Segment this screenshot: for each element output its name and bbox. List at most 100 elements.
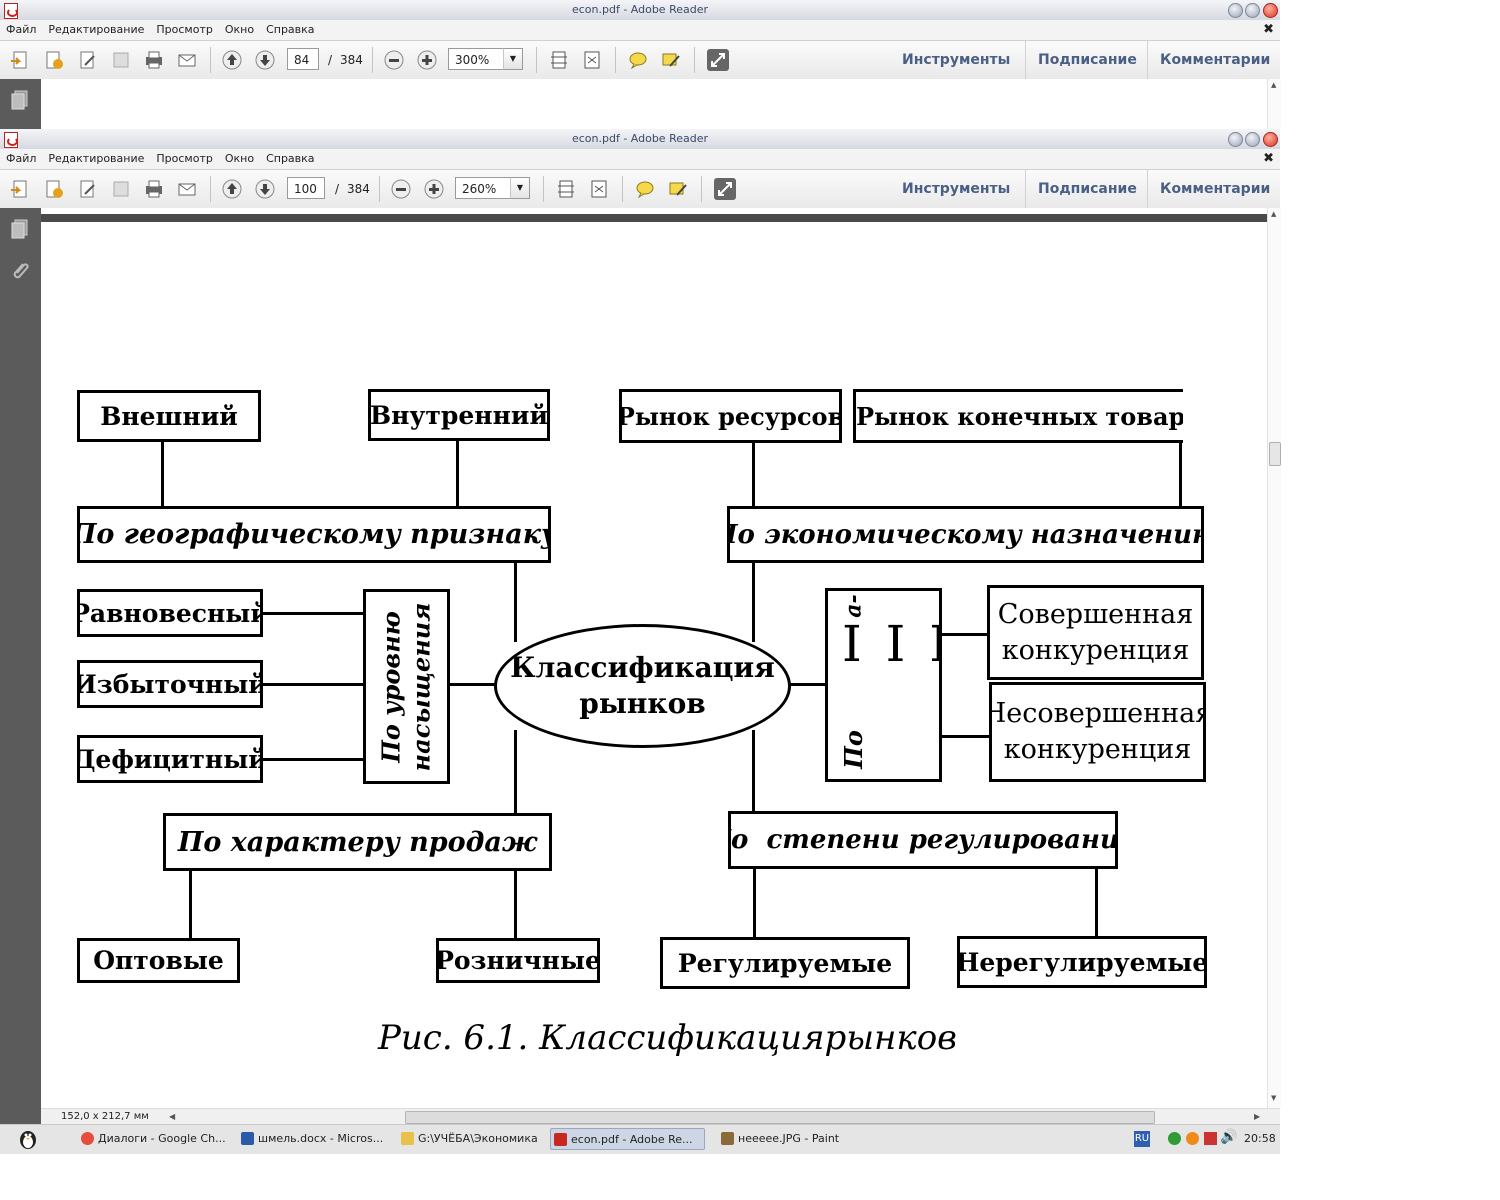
language-indicator[interactable]: RU <box>1134 1131 1150 1147</box>
adobe-reader-icon <box>4 3 18 19</box>
pages-panel-icon[interactable] <box>10 89 30 111</box>
economic-purpose-box: По экономическому назначению <box>727 506 1204 563</box>
scroll-up-icon[interactable]: ▲ <box>1271 210 1277 218</box>
page-number-input[interactable]: 84 <box>287 48 319 70</box>
imperfect-competition-line2: конкуренция <box>1003 734 1192 765</box>
fit-page-icon[interactable] <box>555 178 577 200</box>
menu-help[interactable]: Справка <box>266 152 315 165</box>
maximize-button[interactable] <box>1245 3 1260 18</box>
menu-edit[interactable]: Редактирование <box>48 152 145 165</box>
save-icon[interactable] <box>110 178 132 200</box>
menu-edit[interactable]: Редактирование <box>48 23 145 36</box>
fit-page-icon[interactable] <box>548 49 570 71</box>
page-top-edge <box>41 214 1267 222</box>
comment-icon[interactable] <box>627 49 649 71</box>
attachments-panel-icon[interactable] <box>10 260 30 282</box>
highlight-icon[interactable] <box>667 178 689 200</box>
back-navigation-pane <box>0 79 41 130</box>
sales-nature-box: По характеру продаж <box>163 813 552 871</box>
close-button[interactable] <box>1263 3 1278 18</box>
volume-icon[interactable]: 🔊 <box>1220 1129 1238 1145</box>
menu-view[interactable]: Просмотр <box>156 152 213 165</box>
print-icon[interactable] <box>143 49 165 71</box>
menu-view[interactable]: Просмотр <box>156 23 213 36</box>
vertical-scrollbar[interactable]: ▲ ▼ <box>1267 208 1281 1108</box>
open-icon[interactable] <box>9 49 31 71</box>
email-icon[interactable] <box>176 49 198 71</box>
status-bar: 152,0 x 212,7 мм ◀ ▶ <box>41 1108 1280 1124</box>
comment-icon[interactable] <box>634 178 656 200</box>
menu-file[interactable]: Файл <box>6 23 37 36</box>
edit-icon[interactable] <box>77 178 99 200</box>
zoom-out-icon[interactable] <box>383 49 405 71</box>
task-word-document[interactable]: шмель.docx - Micros... <box>238 1128 408 1150</box>
back-window-titlebar[interactable]: econ.pdf - Adobe Reader <box>0 0 1280 20</box>
menu-window[interactable]: Окно <box>224 152 255 165</box>
full-screen-icon[interactable] <box>707 49 729 71</box>
full-screen-icon[interactable] <box>714 178 736 200</box>
zoom-in-icon[interactable] <box>423 178 445 200</box>
menu-file[interactable]: Файл <box>6 152 37 165</box>
print-icon[interactable] <box>143 178 165 200</box>
front-window-title: econ.pdf - Adobe Reader <box>571 132 709 145</box>
save-icon[interactable] <box>110 49 132 71</box>
zoom-input[interactable]: 300% <box>448 48 504 70</box>
word-icon <box>241 1132 254 1145</box>
tools-link[interactable]: Инструменты <box>902 52 1011 68</box>
zoom-dropdown-icon[interactable]: ▼ <box>503 48 523 70</box>
next-page-icon[interactable] <box>254 178 276 200</box>
close-document-icon[interactable]: ✖ <box>1263 151 1274 166</box>
center-label-line1: Классификация <box>510 651 775 684</box>
scroll-right-icon[interactable]: ▶ <box>1254 1112 1261 1121</box>
minimize-button[interactable] <box>1228 132 1243 147</box>
task-explorer-folder[interactable]: G:\УЧЁБА\Экономика <box>398 1128 566 1150</box>
close-button[interactable] <box>1263 132 1278 147</box>
unregulated-box: Нерегулируемые <box>957 936 1207 988</box>
zoom-input[interactable]: 260% <box>455 177 511 199</box>
edit-icon[interactable] <box>77 49 99 71</box>
maximize-button[interactable] <box>1245 132 1260 147</box>
page-number-input[interactable]: 100 <box>287 177 325 199</box>
previous-page-icon[interactable] <box>221 49 243 71</box>
create-pdf-icon[interactable] <box>43 49 65 71</box>
pages-panel-icon[interactable] <box>10 218 30 240</box>
resource-market-box: Рынок ресурсов <box>619 389 842 443</box>
fit-width-icon[interactable] <box>581 49 603 71</box>
back-vertical-scrollbar[interactable]: ▲ <box>1267 79 1281 130</box>
next-page-icon[interactable] <box>254 49 276 71</box>
highlight-icon[interactable] <box>660 49 682 71</box>
email-icon[interactable] <box>176 178 198 200</box>
sign-link[interactable]: Подписание <box>1025 41 1149 79</box>
comments-link[interactable]: Комментарии <box>1147 41 1282 79</box>
menu-help[interactable]: Справка <box>266 23 315 36</box>
previous-page-icon[interactable] <box>221 178 243 200</box>
zoom-dropdown-icon[interactable]: ▼ <box>510 177 530 199</box>
utorrent-tray-icon[interactable] <box>1168 1132 1181 1145</box>
start-button-icon[interactable] <box>16 1128 40 1150</box>
antivirus-tray-icon[interactable] <box>1204 1132 1217 1145</box>
close-document-icon[interactable]: ✖ <box>1263 22 1274 37</box>
task-paint[interactable]: неееее.JPG - Paint <box>718 1128 888 1150</box>
page-total: 384 <box>347 182 370 196</box>
task-adobe-reader[interactable]: econ.pdf - Adobe Re... <box>550 1128 705 1150</box>
zoom-in-icon[interactable] <box>416 49 438 71</box>
geographic-criterion-box: По географическому признаку <box>77 506 551 563</box>
regulation-degree-box: По степени регулирования <box>728 811 1118 869</box>
zoom-out-icon[interactable] <box>390 178 412 200</box>
front-window-titlebar[interactable]: econ.pdf - Adobe Reader <box>0 129 1280 149</box>
tools-link[interactable]: Инструменты <box>902 181 1011 197</box>
scroll-down-icon[interactable]: ▼ <box>1271 1094 1277 1102</box>
task-google-chrome[interactable]: Диалоги - Google Ch... <box>78 1128 248 1150</box>
sign-link[interactable]: Подписание <box>1025 170 1149 208</box>
center-classification-ellipse: Классификация рынков <box>494 624 791 748</box>
minimize-button[interactable] <box>1228 3 1243 18</box>
comments-link[interactable]: Комментарии <box>1147 170 1282 208</box>
scroll-thumb[interactable] <box>1269 442 1281 466</box>
create-pdf-icon[interactable] <box>43 178 65 200</box>
fit-width-icon[interactable] <box>588 178 610 200</box>
horizontal-scroll-thumb[interactable] <box>405 1111 1155 1124</box>
open-icon[interactable] <box>9 178 31 200</box>
menu-window[interactable]: Окно <box>224 23 255 36</box>
scroll-left-icon[interactable]: ◀ <box>169 1112 176 1121</box>
update-tray-icon[interactable] <box>1186 1132 1199 1145</box>
